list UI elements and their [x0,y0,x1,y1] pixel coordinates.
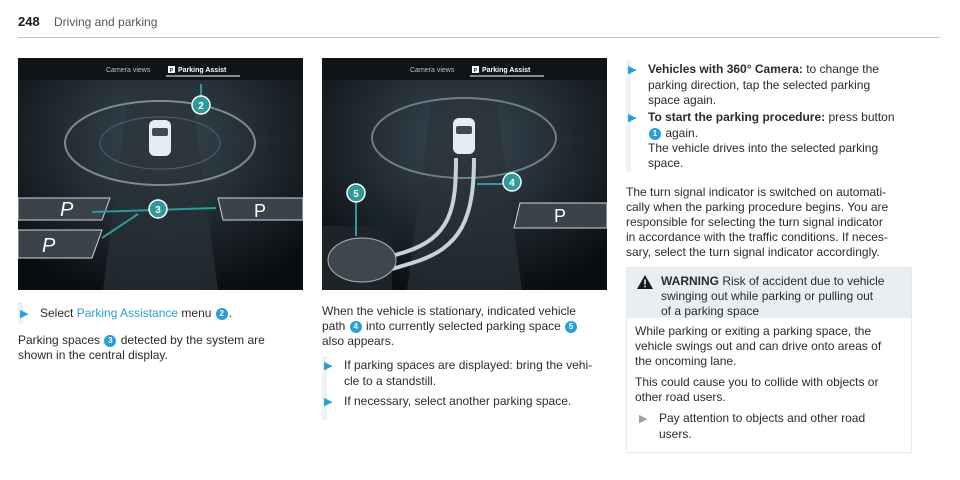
triangle-right-icon: ▶ [639,413,648,425]
warning-triangle-icon [637,275,653,289]
tab-parking-assist[interactable]: Parking Assist [482,67,531,74]
parking-assistance-link[interactable]: Parking Assistance [76,306,179,320]
col2-step-1: ▶If parking spaces are displayed: bring … [324,358,593,388]
triangle-right-icon: ▶ [20,308,29,320]
col2-paragraph: When the vehicle is stationary, indicate… [322,304,578,348]
step-bar [626,60,631,172]
col3-paragraph: The turn signal indicator is switched on… [626,185,889,259]
col1-step-select: ▶Select Parking Assistance menu 2. [20,306,233,320]
callout-ref-4: 4 [349,320,362,333]
warning-body: While parking or exiting a parking space… [627,318,911,448]
tab-camera-views[interactable]: Camera views [106,67,151,74]
triangle-right-icon: ▶ [628,64,637,76]
parking-p-icon: P [170,68,174,74]
parking-assist-screen-1: Camera views P Parking Assist P P P 2 3 [18,58,303,290]
warning-header: WARNING Risk of accident due to vehicle … [627,268,911,318]
warning-step: ▶Pay attention to objects and other road… [639,411,866,441]
parking-space-left-2[interactable]: P [42,235,56,257]
col2-step-2: ▶If necessary, select another parking sp… [324,394,572,408]
callout-4: 4 [509,178,515,189]
parking-space-right[interactable]: P [554,206,566,226]
page-number: 248 [18,14,40,29]
tab-camera-views[interactable]: Camera views [410,67,455,74]
callout-2: 2 [198,101,204,112]
triangle-right-icon: ▶ [324,396,333,408]
warning-title: WARNING [661,274,719,288]
callout-ref-1: 1 [649,127,661,140]
col3-step-1: ▶Vehicles with 360° Camera: to change th… [628,62,879,107]
callout-ref-3: 3 [104,334,117,347]
callout-ref-2: 2 [215,307,228,320]
tab-parking-assist[interactable]: Parking Assist [178,67,227,74]
col3-step-2: ▶To start the parking procedure: press b… [628,110,895,170]
step-bar [322,356,327,420]
parking-space-right[interactable]: P [254,201,266,221]
triangle-right-icon: ▶ [324,360,333,372]
warning-box: WARNING Risk of accident due to vehicle … [626,267,912,453]
parking-space-left-1[interactable]: P [60,199,74,221]
parking-assist-screen-2: Camera views P Parking Assist P 5 4 [322,58,607,290]
col1-paragraph: Parking spaces 3 detected by the system … [18,333,265,362]
parking-p-icon: P [474,68,478,74]
callout-5: 5 [353,189,359,200]
triangle-right-icon: ▶ [628,112,637,124]
page-header: 248 Driving and parking [18,10,940,38]
step-bar [18,302,23,324]
callout-ref-5: 5 [565,320,578,333]
section-title: Driving and parking [54,15,158,29]
callout-3: 3 [155,205,161,216]
